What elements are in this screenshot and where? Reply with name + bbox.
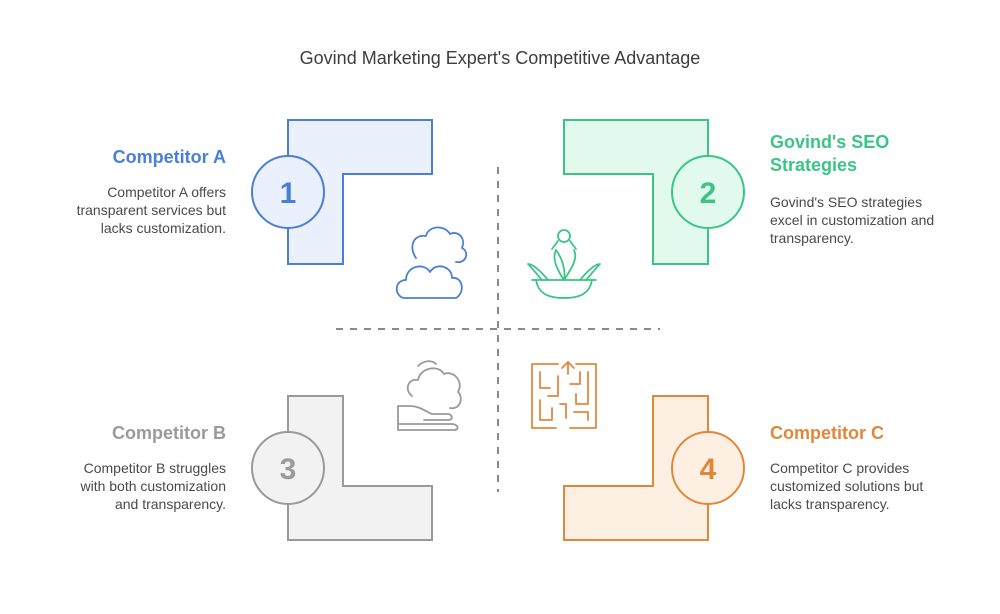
quadrant-2-shape [563,119,709,265]
quadrant-4-shape [563,395,709,541]
quadrant-3-badge [251,431,325,505]
quadrant-3-number: 3 [280,453,297,486]
quadrant-1-badge [251,155,325,229]
quadrant-4-title: Competitor C [770,423,884,443]
quadrant-2-title: Govind's SEO Strategies [770,132,890,175]
cloud-icon [395,226,468,299]
quadrant-4-description: Competitor C provides customized solutio… [770,460,924,512]
maze-icon [531,361,597,429]
quadrant-3-title: Competitor B [112,423,226,443]
quadrant-2-badge [671,155,745,229]
quadrant-4-number: 4 [700,453,717,486]
quadrant-3-description: Competitor B struggles with both customi… [80,460,226,512]
quadrant-4-badge [671,431,745,505]
foggy-cloud-icon [397,360,462,431]
page-title: Govind Marketing Expert's Competitive Ad… [299,48,701,68]
quadrant-2-number: 2 [700,177,717,210]
quadrant-1-number: 1 [280,177,297,210]
quadrant-2-description: Govind's SEO strategies excel in customi… [770,194,935,246]
quadrant-3-shape [287,395,433,541]
quadrant-1-description: Competitor A offers transparent services… [76,184,226,236]
growing-plant-icon [527,229,601,299]
quadrant-1-title: Competitor A [112,147,226,167]
quadrant-1-shape [287,119,433,265]
